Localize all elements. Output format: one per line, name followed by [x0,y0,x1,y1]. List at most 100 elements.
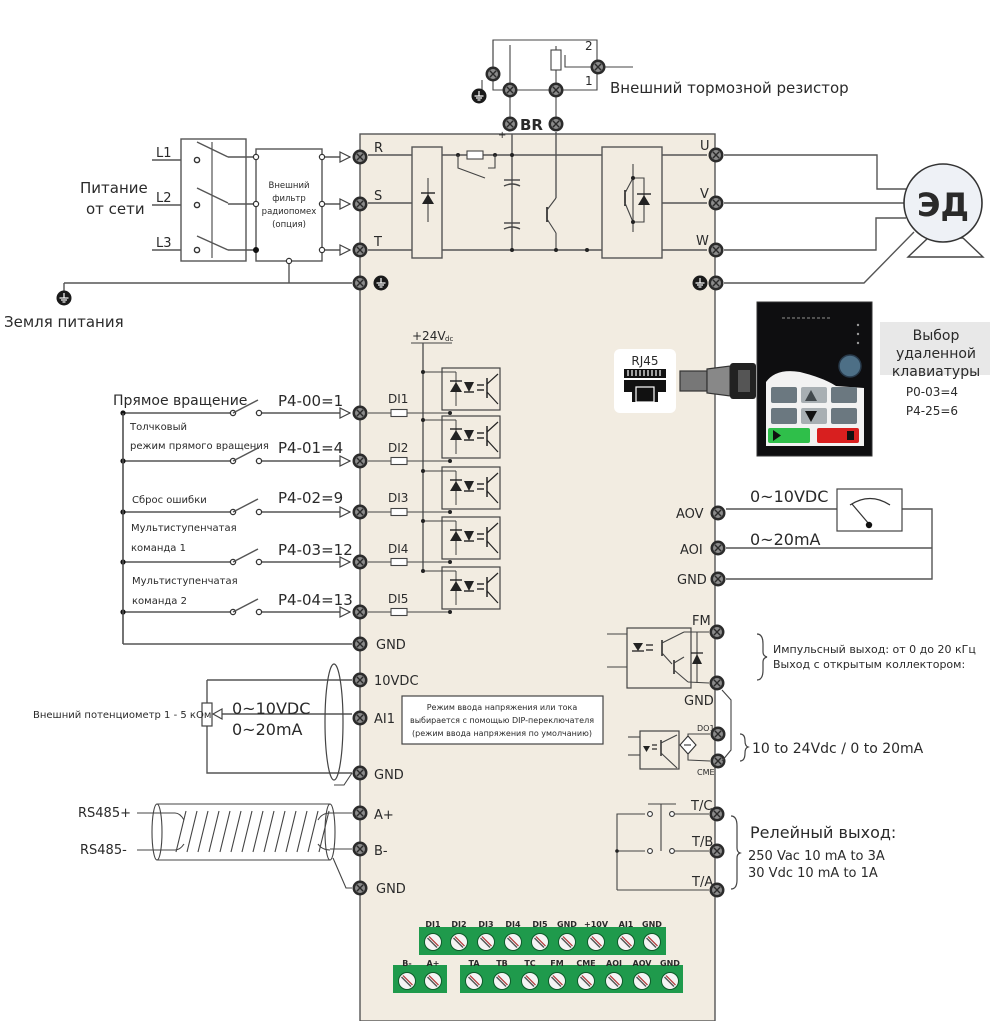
remote-keypad-section: RJ45 [614,301,990,457]
terminal-di3[interactable] [351,503,369,521]
ai-range-current: 0~20mA [232,720,303,739]
terminal-fm-gnd[interactable] [708,674,726,692]
terminal-ao-gnd[interactable] [709,570,727,588]
brake-terminal-right[interactable] [547,81,565,99]
keypad-key-up[interactable] [801,387,827,403]
di5-caption-line2: команда 2 [132,596,187,607]
terminal-pe-input[interactable] [351,274,369,292]
strip-bottom-screw-aoi[interactable] [601,968,627,994]
rectifier-block [411,146,443,259]
terminal-s[interactable] [351,195,369,213]
strip-bottom-screw-b[interactable] [394,968,420,994]
terminal-ai-gnd[interactable] [351,764,369,782]
brake-terminal-left[interactable] [501,81,519,99]
label-10vdc: 10VDC [374,674,419,689]
terminal-di1[interactable] [351,404,369,422]
strip-bottom-screw-tb[interactable] [489,968,515,994]
terminal-do1[interactable] [709,725,727,743]
terminal-t[interactable] [351,241,369,259]
power-stage [368,132,707,259]
label-t: T [373,235,382,250]
switch-lever[interactable] [232,399,259,414]
terminal-aov[interactable] [709,504,727,522]
terminal-b-minus[interactable] [351,840,369,858]
keypad-key-enter[interactable] [831,387,857,403]
terminal-u[interactable] [707,146,725,164]
relay-rating-2: 30 Vdc 10 mA to 1A [748,866,878,881]
terminal-tc[interactable] [708,805,726,823]
strip-top-screw-di5[interactable] [527,929,553,955]
br-terminal[interactable] [547,115,565,133]
terminal-cme[interactable] [709,752,727,770]
terminal-r[interactable] [351,148,369,166]
brake-resistor-caption: Внешний тормозной резистор [610,79,849,97]
terminal-di5[interactable] [351,603,369,621]
keypad-device[interactable] [756,301,873,457]
strip-top-screw-gnd[interactable] [554,929,580,955]
terminal-10vdc[interactable] [351,671,369,689]
strip-bottom-screw-ta[interactable] [461,968,487,994]
main-breaker [180,138,247,262]
brake-terminal-1-label: 1 [585,74,593,88]
keypad-key-quick[interactable] [831,408,857,424]
terminal-tb[interactable] [708,842,726,860]
strip-top-screw-gnd[interactable] [639,929,665,955]
brake-resistor-terminal[interactable] [589,58,607,76]
terminal-di4[interactable] [351,553,369,571]
terminal-di2[interactable] [351,452,369,470]
strip-top-screw-10v[interactable] [583,929,609,955]
di4-row: Мультиступенчатая команда 1 P4-03=12 DI4 [131,523,408,559]
brake-ground-terminal[interactable] [484,65,502,83]
di5-wiring [120,566,501,621]
di1-caption: Прямое вращение [113,393,247,409]
terminal-aoi[interactable] [709,539,727,557]
di-common-gnd-label: GND [376,638,406,653]
strip-top-screw-di3[interactable] [473,929,499,955]
terminal-w[interactable] [707,241,725,259]
terminal-a-plus[interactable] [351,804,369,822]
keypad-knob[interactable] [838,354,862,378]
terminal-pe-motor[interactable] [707,274,725,292]
label-do1: DO1 [697,724,715,733]
strip-top-label: AI1 [619,920,634,929]
keypad-caption-line3: клавиатуры [892,364,980,380]
strip-bottom-label: CME [576,959,595,968]
terminal-rs485-gnd[interactable] [351,879,369,897]
terminal-fm[interactable] [708,623,726,641]
keypad-key-mfk[interactable] [771,408,797,424]
strip-bottom-screw-fm[interactable] [544,968,570,994]
strip-top-screw-di2[interactable] [446,929,472,955]
di4-wiring [120,516,501,571]
switch-lever[interactable] [232,447,259,462]
shield-icon [324,663,344,781]
terminal-v[interactable] [707,194,725,212]
di3-caption: Сброс ошибки [132,495,207,506]
strip-top-screw-ai1[interactable] [613,929,639,955]
filter-line-1: Внешний [268,181,309,191]
keypad-key-run[interactable] [768,428,810,443]
keypad-param-2: P4-25=6 [906,404,958,418]
strip-bottom-screw-a[interactable] [420,968,446,994]
label-w: W [696,234,709,249]
inverter-panel [359,133,716,1021]
strip-bottom-screw-aov[interactable] [629,968,655,994]
ground-icon [691,274,709,292]
terminal-ai1[interactable] [351,709,369,727]
switch-lever[interactable] [232,598,259,613]
mains-caption-line2: от сети [86,200,145,218]
strip-top-screw-di1[interactable] [420,929,446,955]
di3-label: DI3 [388,491,408,505]
strip-top-screw-di4[interactable] [500,929,526,955]
strip-bottom-screw-tc[interactable] [517,968,543,994]
strip-top-label: DI5 [532,920,548,929]
switch-lever[interactable] [232,498,259,513]
terminal-ta[interactable] [708,881,726,899]
di3-wiring [120,466,501,521]
strip-bottom-screw-gnd[interactable] [657,968,683,994]
switch-lever[interactable] [232,548,259,563]
terminal-di-gnd[interactable] [351,635,369,653]
mains-ground-caption: Земля питания [4,313,124,331]
keypad-key-prg[interactable] [771,387,797,403]
strip-bottom-screw-cme[interactable] [573,968,599,994]
